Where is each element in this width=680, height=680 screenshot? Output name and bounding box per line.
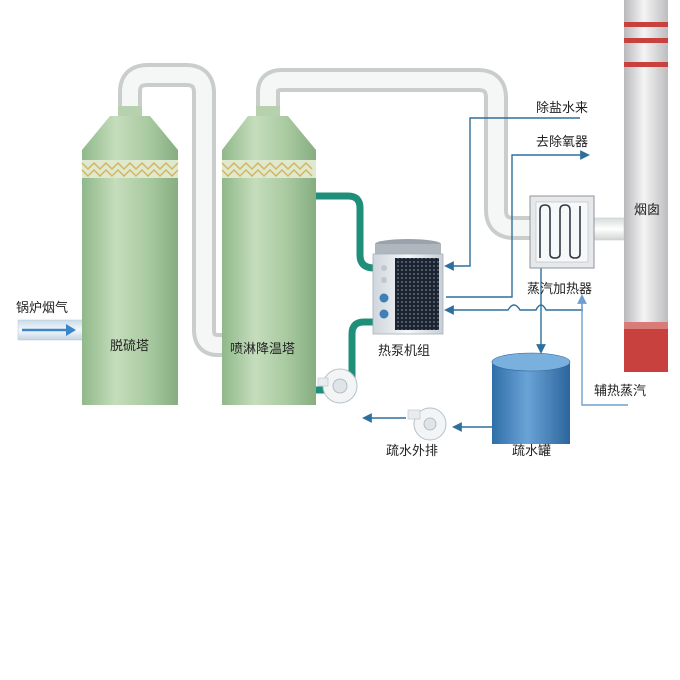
flue-gas-inlet-duct	[17, 319, 85, 341]
label-spray-cooling-tower: 喷淋降温塔	[230, 342, 296, 357]
duct-spray-to-heater	[256, 68, 530, 240]
label-chimney: 烟囱	[634, 203, 661, 218]
desulfurization-tower	[81, 106, 179, 405]
label-boiler-flue-gas: 锅炉烟气	[16, 301, 69, 316]
chimney	[624, 0, 668, 372]
label-demineralized-water: 除盐水来	[536, 101, 589, 116]
duct-desulfurization-to-spray	[118, 63, 230, 357]
line-heater-to-pump	[444, 304, 583, 315]
label-drain-discharge: 疏水外排	[386, 444, 439, 459]
label-auxiliary-steam: 辅热蒸汽	[594, 384, 647, 399]
circulation-pump-icon	[317, 368, 358, 404]
label-heat-pump-unit: 热泵机组	[378, 344, 431, 359]
drain-fan-icon	[407, 407, 447, 441]
process-lines	[362, 117, 590, 432]
auxiliary-steam-line	[577, 294, 628, 406]
heat-pump-unit	[372, 239, 444, 335]
duct-heater-to-chimney	[593, 217, 625, 241]
label-steam-heater: 蒸汽加热器	[527, 282, 593, 297]
label-to-deaerator: 去除氧器	[536, 135, 589, 150]
line-demineralized-water	[444, 117, 580, 271]
drain-tank	[491, 352, 571, 444]
label-desulfurization-tower: 脱硫塔	[110, 339, 150, 354]
label-drain-tank: 疏水罐	[512, 444, 552, 459]
spray-cooling-tower	[221, 106, 316, 405]
steam-heater	[529, 195, 595, 269]
green-water-pipes	[316, 192, 380, 394]
line-to-deaerator	[446, 150, 590, 298]
